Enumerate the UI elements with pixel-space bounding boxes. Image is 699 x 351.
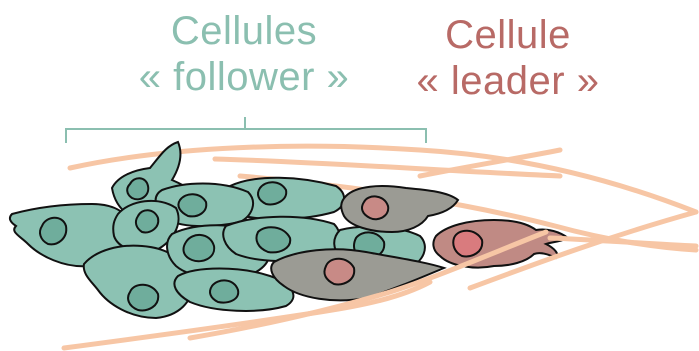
nucleus [258,182,286,204]
transition-cell [341,186,458,232]
nucleus [128,285,158,311]
follower-bracket [66,117,426,143]
nucleus [362,196,388,219]
nucleus [40,218,66,245]
nucleus [324,259,354,285]
nucleus [210,280,238,302]
nucleus [178,194,206,216]
nucleus [256,227,290,252]
nucleus [184,235,215,261]
leader-nucleus [453,231,482,257]
nucleus [136,210,158,232]
